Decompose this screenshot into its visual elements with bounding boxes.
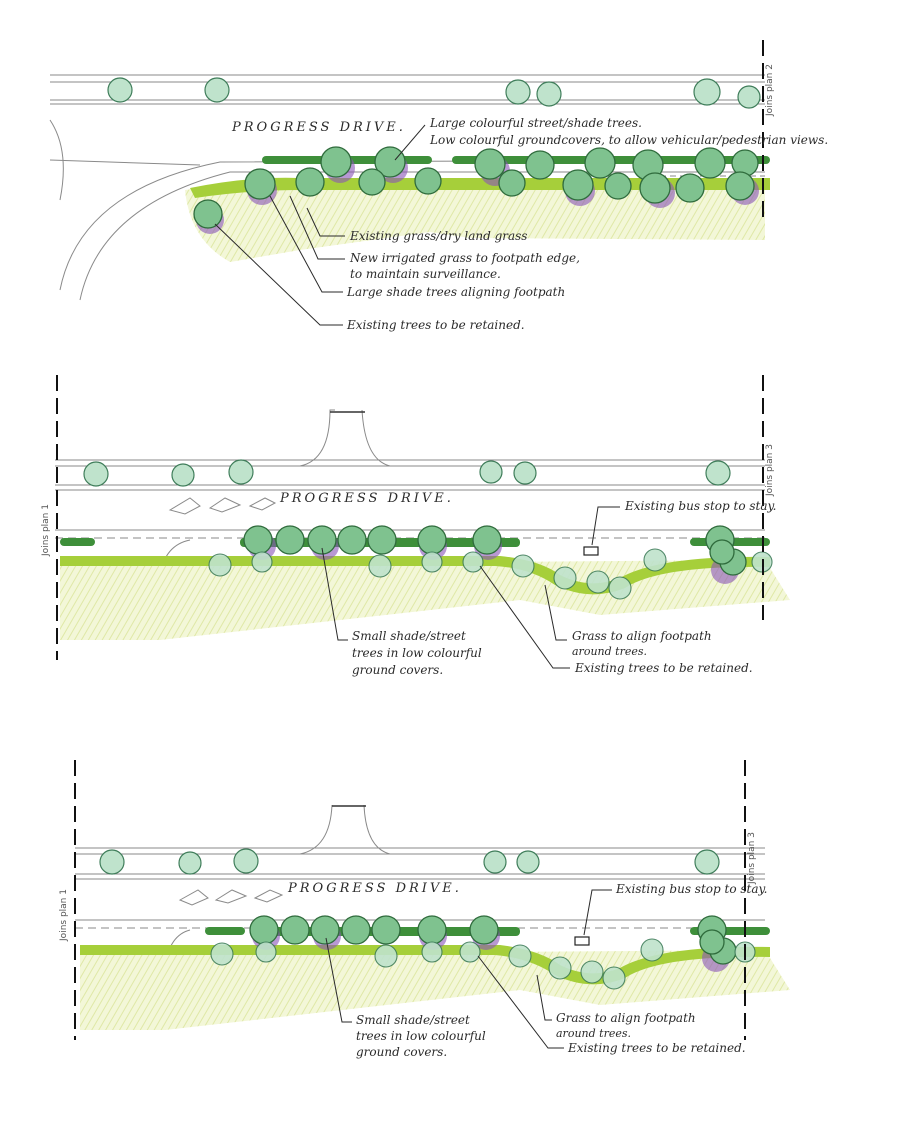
leader-lines (214, 124, 426, 326)
note-existing-grass: Existing grass/dry land grass (349, 229, 527, 243)
joins-label-left: Joins plan 1 (59, 889, 69, 942)
joins-label-left: Joins plan 1 (41, 504, 51, 557)
leader-lines (321, 506, 620, 669)
note-small-shade-trees-1: Small shade/street (356, 1013, 470, 1027)
note-large-shade-trees: Large shade trees aligning footpath (346, 285, 565, 299)
groundcover-strip-left (60, 538, 95, 546)
existing-trees-top (83, 459, 731, 487)
note-bus-stop: Existing bus stop to stay. (624, 499, 777, 513)
joins-label-right: Joins plan 3 (765, 444, 775, 497)
note-low-groundcovers: Low colourful groundcovers, to allow veh… (429, 133, 828, 147)
note-grass-align-1: Grass to align footpath (572, 629, 712, 643)
small-shade-trees (208, 525, 773, 600)
leader-lines (325, 889, 612, 1049)
note-surveillance: to maintain surveillance. (350, 267, 501, 281)
dryland-grass-area (60, 560, 790, 640)
note-grass-align-1: Grass to align footpath (556, 1011, 696, 1025)
note-existing-trees: Existing trees to be retained. (567, 1041, 746, 1055)
existing-trees-top (107, 77, 761, 109)
note-grass-align-2: around trees. (572, 645, 647, 658)
small-shade-trees (210, 915, 756, 990)
large-street-trees (193, 146, 759, 234)
street-name: PROGRESS DRIVE. (279, 491, 454, 506)
note-small-shade-trees-2: trees in low colourful (352, 646, 482, 660)
existing-trees-top (99, 848, 720, 875)
annotations: Existing bus stop to stay. Small shade/s… (356, 882, 768, 1059)
groundcover-strip-left (205, 927, 245, 935)
note-small-shade-trees-3: ground covers. (352, 663, 443, 677)
note-small-shade-trees-1: Small shade/street (352, 629, 466, 643)
annotations: Existing bus stop to stay. Small shade/s… (352, 499, 777, 677)
annotations: Large colourful street/shade trees. Low … (346, 116, 828, 332)
plan-panel-2: Joins plan 1 Joins plan 3 PROGRESS DRIVE… (41, 375, 790, 677)
note-large-street-trees: Large colourful street/shade trees. (429, 116, 642, 130)
note-bus-stop: Existing bus stop to stay. (615, 882, 768, 896)
note-grass-align-2: around trees. (556, 1027, 631, 1040)
joins-label-right: Joins plan 3 (747, 832, 757, 885)
note-irrigated-grass: New irrigated grass to footpath edge, (349, 251, 580, 265)
bus-stop-marker (574, 936, 590, 946)
bus-stop-marker (583, 546, 599, 556)
plan-panel-3: Joins plan 1 Joins plan 3 PROGRESS DRIVE… (59, 760, 790, 1059)
dryland-grass-area (185, 180, 765, 262)
note-existing-trees: Existing trees to be retained. (346, 318, 525, 332)
joins-label-right: Joins plan 2 (765, 64, 775, 117)
note-small-shade-trees-2: trees in low colourful (356, 1029, 486, 1043)
road-linework (49, 74, 766, 301)
plan-panel-1: Joins plan 2 PROGRESS DRIVE. Large colou… (49, 40, 828, 332)
note-existing-trees: Existing trees to be retained. (574, 661, 753, 675)
street-name: PROGRESS DRIVE. (231, 120, 406, 135)
note-small-shade-trees-3: ground covers. (356, 1045, 447, 1059)
street-name: PROGRESS DRIVE. (287, 881, 462, 896)
